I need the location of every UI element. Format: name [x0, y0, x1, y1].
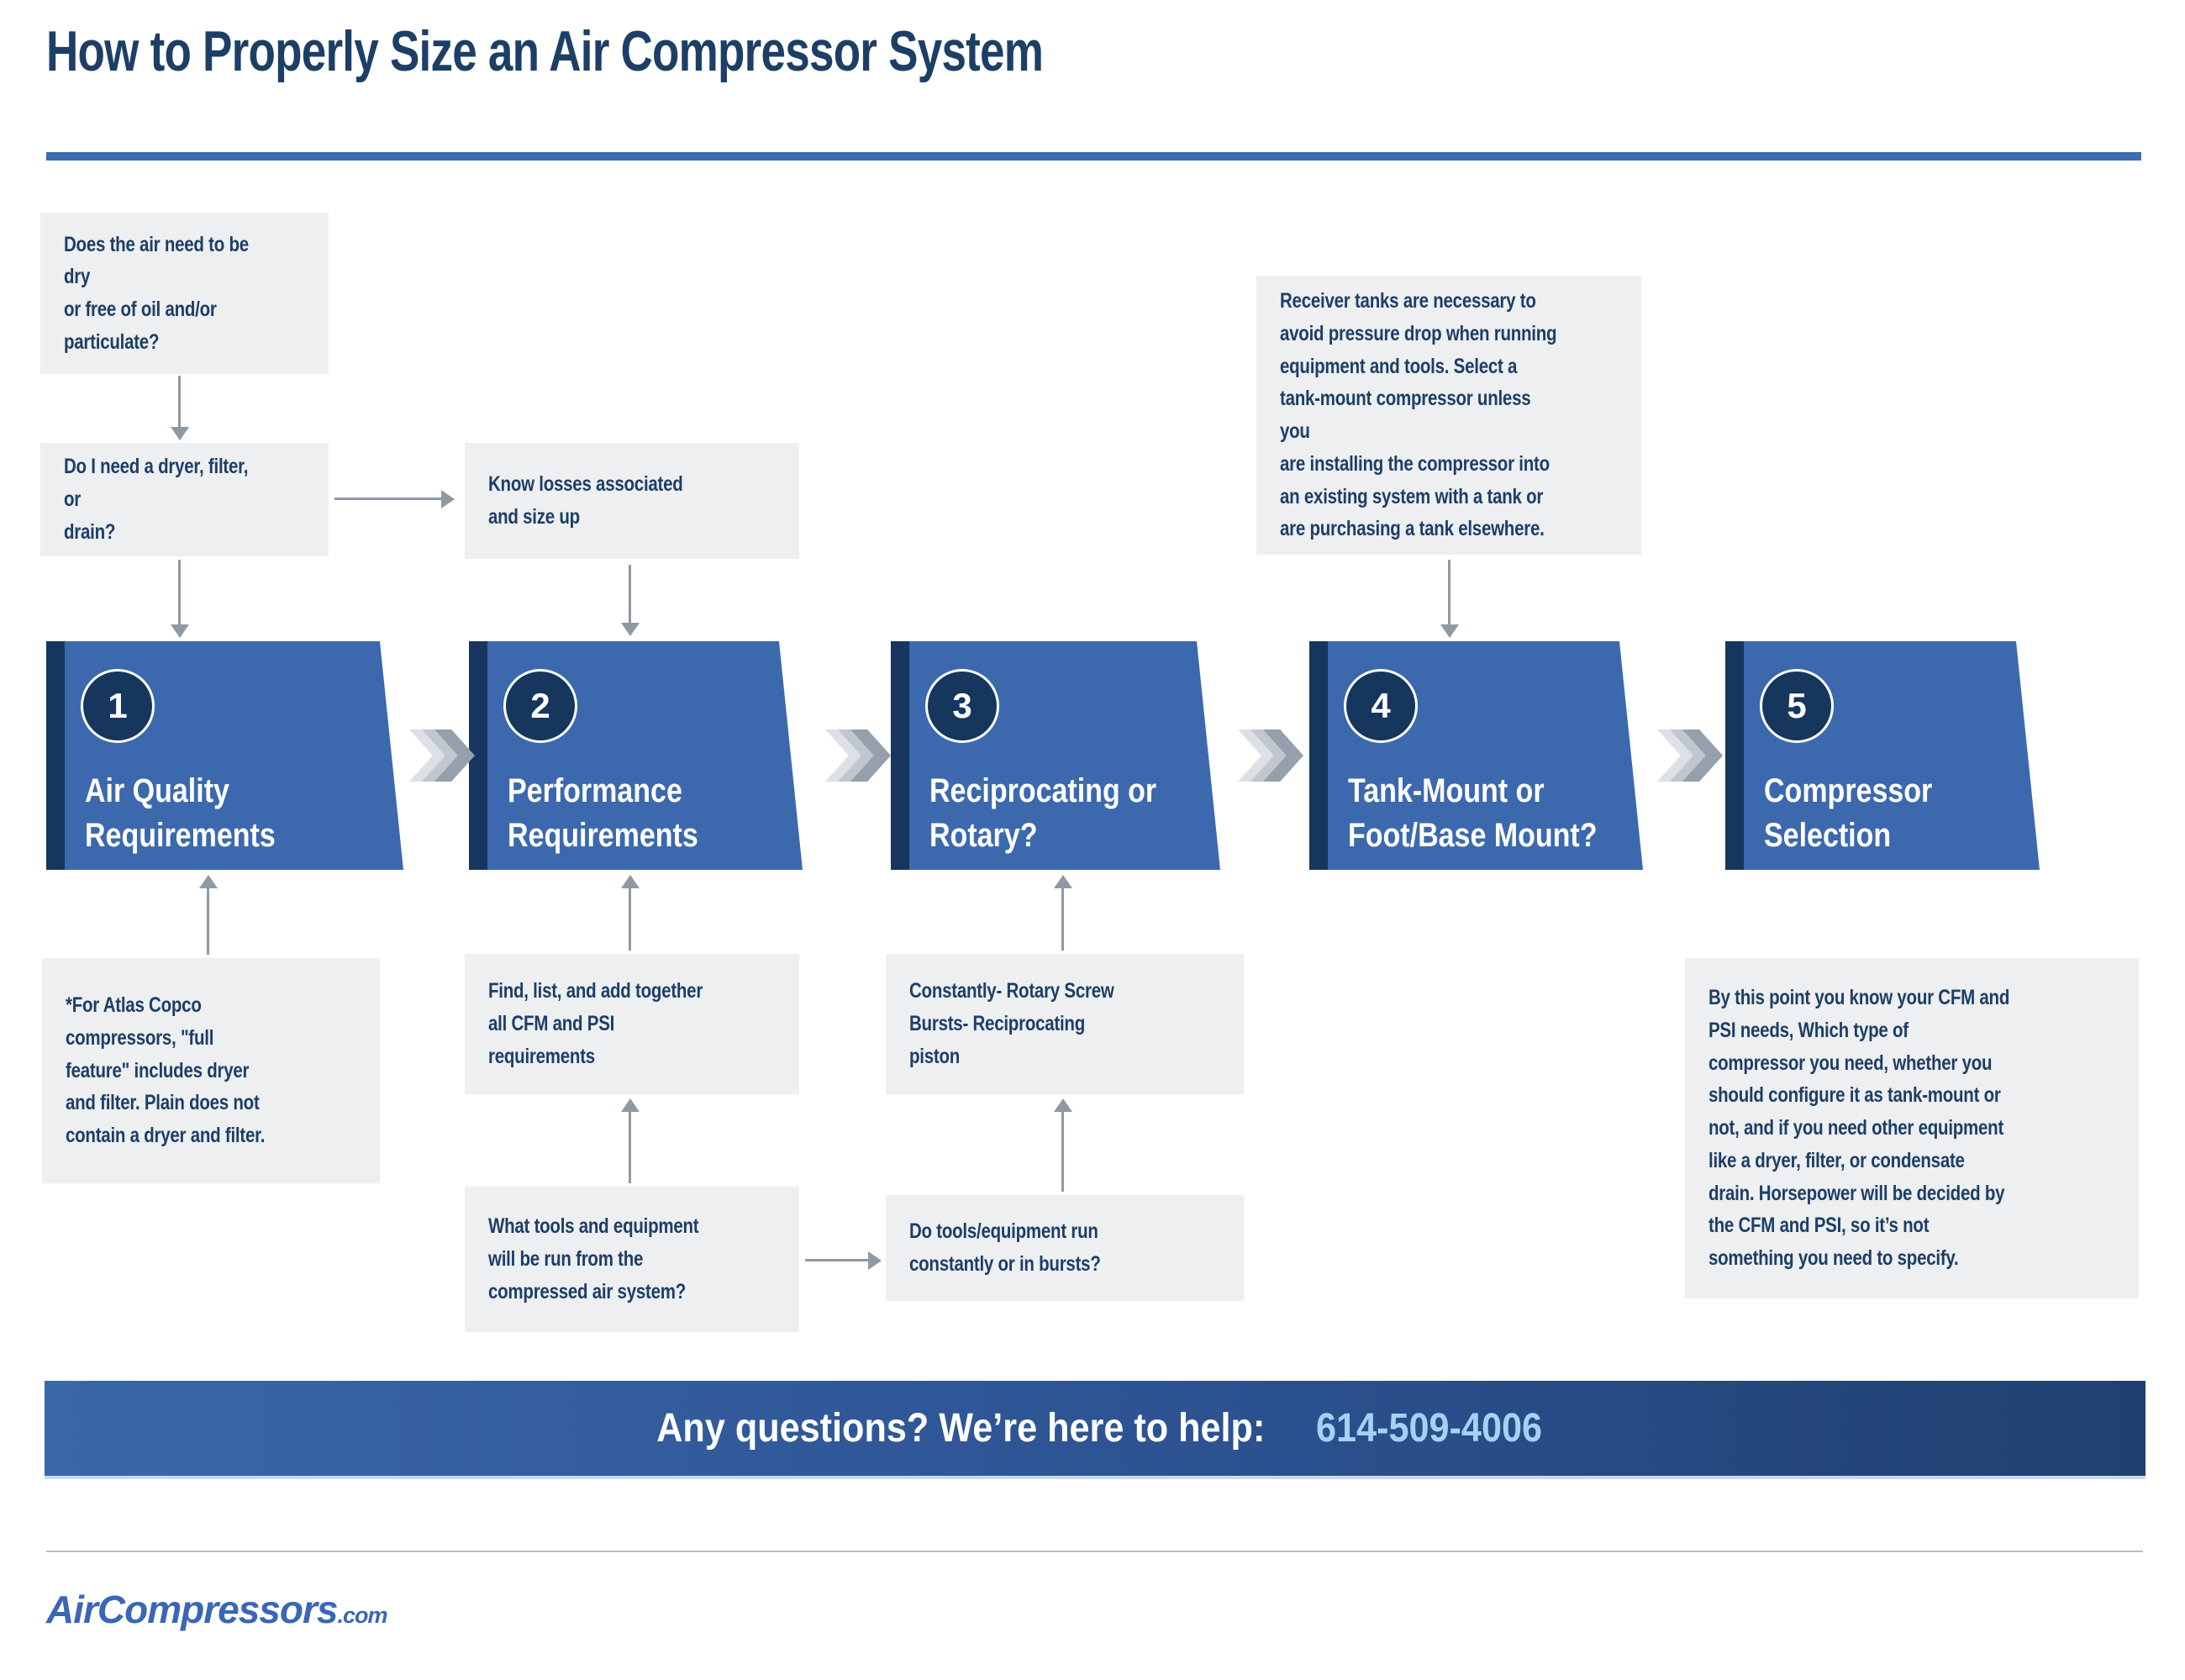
step-1-number-badge: 1	[83, 671, 152, 740]
help-banner-question-label: Any questions? We’re here to help:	[656, 1406, 1266, 1451]
help-banner: Any questions? We’re here to help: 614-5…	[45, 1381, 2146, 1479]
step-2-number-badge: 2	[506, 671, 575, 740]
callout-dryer-filter-question: Do I need a dryer, filter, or drain?	[40, 443, 329, 556]
step-3-number-badge: 3	[928, 671, 997, 740]
brand-logo: AirCompressors.com	[46, 1587, 387, 1632]
step-4-label: Tank-Mount or Foot/Base Mount?	[1348, 772, 1598, 854]
callout-constantly-bursts: Constantly- Rotary Screw Bursts- Recipro…	[886, 954, 1244, 1094]
callout-find-list-add-text: Find, list, and add together all CFM and…	[488, 979, 703, 1068]
double-chevron-icon	[825, 729, 892, 782]
step-4-tank-mount: 4 Tank-Mount or Foot/Base Mount?	[1309, 641, 1643, 870]
callout-do-tools-text: Do tools/equipment run constantly or in …	[909, 1219, 1101, 1276]
arrow-constantly-to-step3-icon	[1061, 887, 1064, 951]
arrow-dryer-to-step1-icon	[178, 560, 181, 625]
brand-name: AirCompressors	[46, 1588, 338, 1631]
callout-air-dry-question: Does the air need to be dry or free of o…	[40, 213, 329, 374]
step-3-reciprocating-rotary: 3 Reciprocating or Rotary?	[891, 641, 1220, 870]
help-banner-phone-number: 614-509-4006	[1315, 1406, 1542, 1451]
double-chevron-icon	[409, 729, 476, 782]
step-5-left-bar	[1725, 641, 1744, 870]
callout-what-tools-text: What tools and equipment will be run fro…	[488, 1214, 699, 1303]
callout-by-this-point-text: By this point you know your CFM and PSI …	[1709, 986, 2010, 1271]
callout-receiver-tanks: Receiver tanks are necessary to avoid pr…	[1256, 276, 1641, 555]
step-5-number-badge: 5	[1762, 671, 1831, 740]
callout-know-losses-text: Know losses associated and size up	[488, 472, 683, 529]
arrow-receivertanks-to-step4-icon	[1448, 560, 1451, 625]
callout-atlas-copco-note: *For Atlas Copco compressors, "full feat…	[42, 958, 380, 1183]
arrow-dotools-to-constantly-icon	[1061, 1111, 1064, 1192]
callout-find-list-add: Find, list, and add together all CFM and…	[465, 954, 799, 1094]
arrow-whattools-to-dotools-icon	[805, 1259, 869, 1261]
page-title: How to Properly Size an Air Compressor S…	[46, 19, 1044, 83]
double-chevron-icon	[1657, 729, 1724, 782]
step-1-label: Air Quality Requirements	[85, 772, 276, 854]
callout-what-tools-question: What tools and equipment will be run fro…	[465, 1187, 799, 1332]
step-4-left-bar	[1309, 641, 1328, 870]
callout-dryer-filter-text: Do I need a dryer, filter, or drain?	[64, 455, 249, 544]
step-2-label: Performance Requirements	[508, 772, 698, 854]
callout-air-dry-text: Does the air need to be dry or free of o…	[64, 232, 249, 354]
callout-by-this-point: By this point you know your CFM and PSI …	[1685, 958, 2139, 1298]
arrow-whattools-to-findlist-icon	[629, 1111, 631, 1183]
callout-constantly-bursts-text: Constantly- Rotary Screw Bursts- Recipro…	[909, 979, 1114, 1068]
step-5-label: Compressor Selection	[1764, 772, 1933, 854]
arrow-dryer-to-knowlosses-icon	[334, 498, 442, 500]
callout-receiver-tanks-text: Receiver tanks are necessary to avoid pr…	[1280, 289, 1557, 541]
step-3-left-bar	[891, 641, 909, 870]
arrow-airdry-to-dryer-icon	[178, 376, 181, 428]
double-chevron-icon	[1238, 729, 1305, 782]
callout-atlas-copco-text: *For Atlas Copco compressors, "full feat…	[66, 993, 266, 1148]
step-5-compressor-selection: 5 Compressor Selection	[1725, 641, 2040, 870]
footer-divider	[46, 1551, 2143, 1552]
callout-know-losses: Know losses associated and size up	[465, 443, 799, 559]
arrow-atlascopco-to-step1-icon	[207, 887, 209, 955]
step-2-left-bar	[469, 641, 487, 870]
step-2-performance: 2 Performance Requirements	[469, 641, 803, 870]
step-1-left-bar	[46, 641, 65, 870]
title-rule	[46, 152, 2141, 161]
arrow-knowlosses-to-step2-icon	[629, 565, 631, 624]
callout-do-tools-question: Do tools/equipment run constantly or in …	[886, 1195, 1244, 1301]
brand-domain-suffix: .com	[337, 1603, 387, 1628]
step-4-number-badge: 4	[1346, 671, 1415, 740]
step-1-air-quality: 1 Air Quality Requirements	[46, 641, 403, 870]
step-3-label: Reciprocating or Rotary?	[929, 772, 1157, 854]
arrow-findlist-to-step2-icon	[629, 887, 631, 951]
